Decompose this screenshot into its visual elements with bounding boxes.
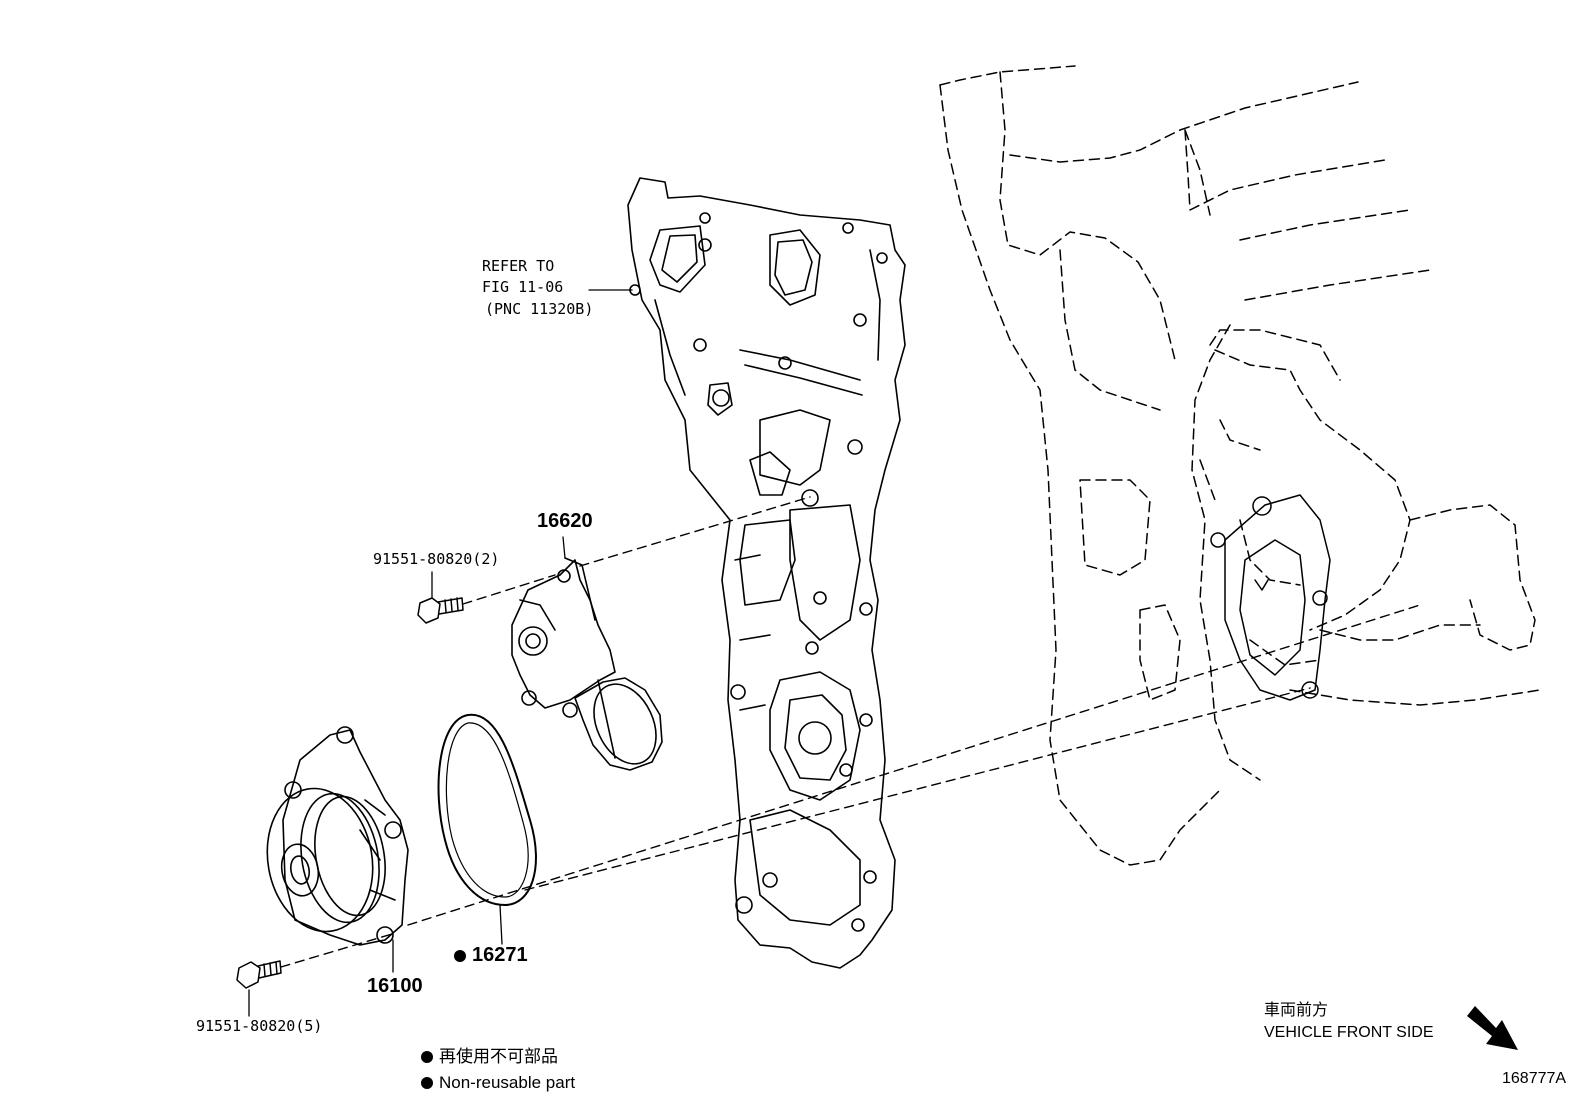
legend-jp-text: 再使用不可部品 — [439, 1047, 558, 1066]
part-number-16620[interactable]: 16620 — [537, 510, 593, 532]
arrow-down-right-icon — [1467, 1006, 1518, 1050]
engine-block-outline — [939, 65, 1541, 866]
front-label-jp: 車両前方 — [1264, 1002, 1329, 1019]
leader-lines — [248, 289, 633, 1017]
filled-circle-icon — [454, 950, 466, 962]
part-number-bolt-lower[interactable]: 91551-80820(5) — [196, 1017, 323, 1035]
v-ribbed-belt-tensioner — [511, 557, 663, 771]
bolt-upper — [417, 597, 464, 624]
front-label-en: VEHICLE FRONT SIDE — [1264, 1024, 1434, 1041]
refer-line-3: (PNC 11320B) — [485, 300, 594, 318]
part-number-bolt-upper[interactable]: 91551-80820(2) — [373, 550, 500, 568]
part-number-16100[interactable]: 16100 — [367, 975, 423, 997]
refer-line-2: FIG 11-06 — [482, 278, 564, 296]
legend-en-text: Non-reusable part — [439, 1073, 576, 1092]
water-pump-assembly — [266, 726, 409, 946]
filled-circle-icon — [421, 1077, 433, 1089]
bolt-lower — [236, 960, 282, 989]
alignment-lines — [280, 496, 1421, 968]
figure-id: 168777A — [1502, 1070, 1567, 1087]
v-ribbed-belt — [437, 713, 537, 906]
part-number-16271[interactable]: 16271 — [454, 944, 528, 967]
part-number-16271-text: 16271 — [472, 944, 528, 966]
legend-non-reusable-en: Non-reusable part — [421, 1073, 575, 1093]
legend-non-reusable-jp: 再使用不可部品 — [421, 1047, 558, 1067]
refer-line-1: REFER TO — [482, 257, 555, 275]
timing-chain-cover — [627, 177, 906, 969]
filled-circle-icon — [421, 1051, 433, 1063]
engine-water-pump-seat — [1210, 494, 1331, 701]
